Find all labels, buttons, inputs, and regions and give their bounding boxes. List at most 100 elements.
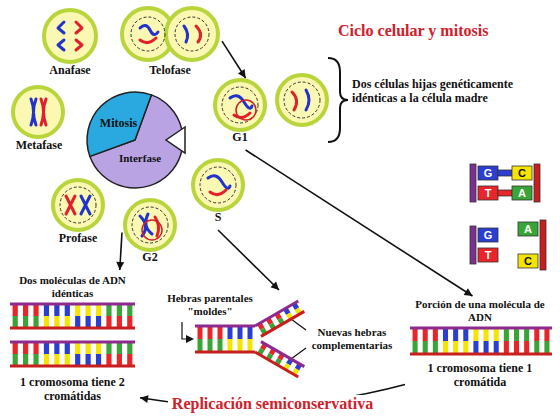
base-pieces: [478, 248, 498, 262]
base-rung: [65, 304, 70, 316]
base-letter: C: [518, 254, 538, 268]
dna-backbone: [10, 327, 135, 330]
base-rung: [127, 304, 132, 316]
nuclear-envelope: [175, 17, 209, 51]
dna-backbone: [261, 342, 304, 367]
chromosome-blue: [208, 176, 230, 189]
chromosome-blue: [140, 25, 158, 34]
base-rung: [514, 341, 519, 354]
connector: [246, 150, 473, 296]
cell-body: [44, 10, 96, 62]
base-rung: [86, 354, 91, 366]
base-letter: T: [478, 248, 498, 262]
base-pieces: [470, 226, 476, 264]
base-rung: [13, 304, 18, 316]
chromosome-red: [210, 190, 226, 195]
dna-panel: Hebras parentales "moldes"Nuevas hebras …: [160, 290, 398, 385]
base-rung: [544, 341, 549, 354]
chromosome-blue: [81, 196, 90, 214]
cell: Profase: [43, 178, 113, 250]
arrow-head: [186, 335, 194, 343]
base-pieces: [498, 170, 512, 176]
base-rung: [248, 339, 253, 352]
base-rung: [54, 354, 59, 366]
phase-label: Metafase: [4, 139, 74, 153]
base-rung: [218, 339, 223, 352]
phase-label: G2: [122, 251, 178, 265]
base-letter: T: [478, 186, 498, 200]
leader-line: [291, 319, 306, 359]
base-rung: [484, 341, 489, 354]
cell: Telofase: [118, 6, 222, 84]
dna-caption: Dos moléculas de ADN idénticas: [5, 274, 140, 299]
base-rung: [218, 326, 223, 339]
base-rung: [117, 342, 122, 354]
base-rung: [96, 316, 101, 328]
base-pieces: [540, 220, 546, 270]
base-rung: [413, 328, 418, 341]
base-rung: [544, 328, 549, 341]
arrow-head: [270, 282, 279, 290]
dna-ladder: [10, 342, 135, 366]
base-rung: [106, 304, 111, 316]
base-rung: [534, 328, 539, 341]
cell: Anafase: [35, 8, 105, 84]
connector: [218, 230, 279, 290]
cell: G2: [122, 198, 178, 267]
arrow-head: [140, 395, 149, 403]
phase-label: Anafase: [35, 64, 105, 78]
base-letter: A: [512, 186, 532, 200]
phase-label: G1: [212, 131, 268, 145]
base-pieces: [478, 228, 498, 242]
dna-caption: Hebras parentales "moldes": [165, 292, 255, 317]
cell-body: [277, 75, 327, 125]
bracket-note: Dos células hijas genéticamente idéntica…: [352, 78, 552, 106]
base-pieces: [470, 164, 546, 270]
connector: [222, 41, 246, 78]
base-rung: [75, 304, 80, 316]
cell-body: [13, 8, 327, 250]
base-rung: [75, 354, 80, 366]
chromosome-red: [41, 22, 297, 236]
base-rung: [494, 341, 499, 354]
cell: S: [190, 158, 246, 230]
nuclear-envelope: [60, 17, 320, 243]
base-pieces: [478, 186, 498, 200]
dna-backbone: [261, 311, 304, 336]
base-rung: [433, 341, 438, 354]
base-rung: [433, 328, 438, 341]
base-rung: [44, 354, 49, 366]
cell-body: [166, 8, 218, 60]
dna-backbone: [255, 301, 298, 326]
connector-line: [218, 230, 279, 290]
dna-ladder: [255, 301, 304, 336]
zoom-circle: [236, 100, 256, 120]
connector-line: [246, 150, 473, 296]
nuclear-envelope: [284, 82, 320, 118]
connector-line: [222, 41, 246, 78]
dna-panel: Dos moléculas de ADN idénticas1 cromosom…: [5, 270, 140, 412]
nuclear-envelope: [200, 167, 236, 203]
nuclear-envelope: [60, 187, 96, 223]
cell-body: [53, 180, 103, 230]
base-pieces: [534, 164, 540, 202]
base-rung: [106, 354, 111, 366]
base-rung: [86, 316, 91, 328]
nuclear-envelope: [222, 87, 258, 123]
base-rung: [198, 326, 203, 339]
dna-backbone: [10, 341, 135, 344]
base-rung: [23, 354, 28, 366]
base-pieces: [512, 186, 532, 200]
phase-label: Profase: [43, 232, 113, 246]
chromosome-red: [292, 92, 297, 110]
base-pieces: [518, 254, 538, 268]
base-rung: [44, 316, 49, 328]
base-rung: [75, 316, 80, 328]
base-rung: [23, 342, 28, 354]
base-rung: [23, 304, 28, 316]
base-rung: [75, 342, 80, 354]
cell: Metafase: [4, 84, 74, 162]
base-rung: [65, 342, 70, 354]
cycle-wheel: [87, 92, 151, 156]
